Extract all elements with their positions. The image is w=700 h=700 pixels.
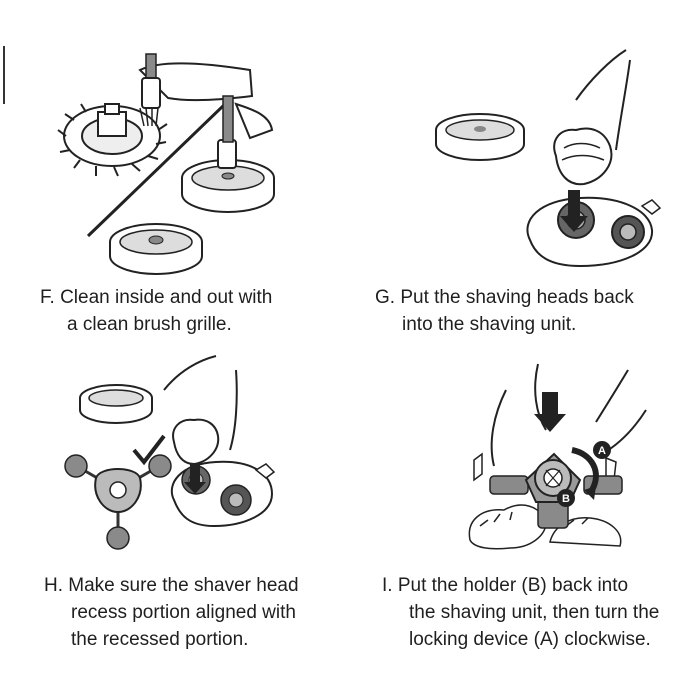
shaving-unit-icon <box>170 460 276 528</box>
hand-icon <box>553 49 631 186</box>
step-g-line-2: into the shaving unit. <box>402 314 577 335</box>
locking-rotation-arrow-icon <box>571 447 599 492</box>
step-h-marker: H. <box>44 575 63 596</box>
step-f-caption: F. Clean inside and out with a clean bru… <box>40 284 272 338</box>
holder-icon <box>489 452 623 529</box>
check-mark-icon <box>132 434 166 466</box>
holder-icon <box>64 454 172 550</box>
step-i-panel: A B I. Put the holder (B) back into the … <box>350 350 700 700</box>
step-g-line-1: Put the shaving heads back <box>400 287 634 308</box>
grille-lower-icon <box>109 223 203 275</box>
badge-a: A <box>593 441 611 459</box>
hand-icon <box>163 355 238 466</box>
step-h-line-3: the recessed portion. <box>71 629 249 650</box>
step-i-line-3: locking device (A) clockwise. <box>409 629 651 650</box>
step-g-caption: G. Put the shaving heads back into the s… <box>375 284 634 338</box>
step-i-illustration: A B <box>468 363 647 550</box>
step-f-line-1: Clean inside and out with <box>60 287 273 308</box>
step-i-caption: I. Put the holder (B) back into the shav… <box>382 572 659 653</box>
step-f-panel: F. Clean inside and out with a clean bru… <box>0 0 350 350</box>
step-g-marker: G. <box>375 287 396 308</box>
step-h-line-2: recess portion aligned with <box>71 602 296 623</box>
badge-b-label: B <box>562 493 570 505</box>
grille-icon <box>79 384 153 424</box>
step-g-panel: G. Put the shaving heads back into the s… <box>350 0 700 350</box>
badge-b: B <box>557 489 575 507</box>
step-f-marker: F. <box>40 287 55 308</box>
step-i-line-1: Put the holder (B) back into <box>397 575 629 596</box>
grille-icon <box>435 113 525 161</box>
grille-upper-icon <box>181 95 275 213</box>
down-arrow-icon <box>184 464 206 494</box>
step-h-panel: H. Make sure the shaver head recess port… <box>0 350 350 700</box>
step-h-caption: H. Make sure the shaver head recess port… <box>44 572 299 653</box>
step-i-line-2: the shaving unit, then turn the <box>409 602 660 623</box>
hands-icon <box>490 363 647 467</box>
step-i-marker: I. <box>382 575 393 596</box>
cutter-blade-icon <box>57 103 168 177</box>
step-g-illustration <box>435 49 662 268</box>
step-h-illustration <box>64 355 276 550</box>
down-arrow-icon <box>560 190 588 232</box>
hand-brush-icon <box>138 53 254 127</box>
step-f-illustration <box>57 53 275 275</box>
page-edge-mark <box>0 46 5 104</box>
shaving-unit-icon <box>526 196 662 268</box>
step-h-line-1: Make sure the shaver head <box>68 575 299 596</box>
badge-a-label: A <box>598 445 606 457</box>
down-arrow-icon <box>534 392 566 432</box>
step-f-line-2: a clean brush grille. <box>67 314 232 335</box>
